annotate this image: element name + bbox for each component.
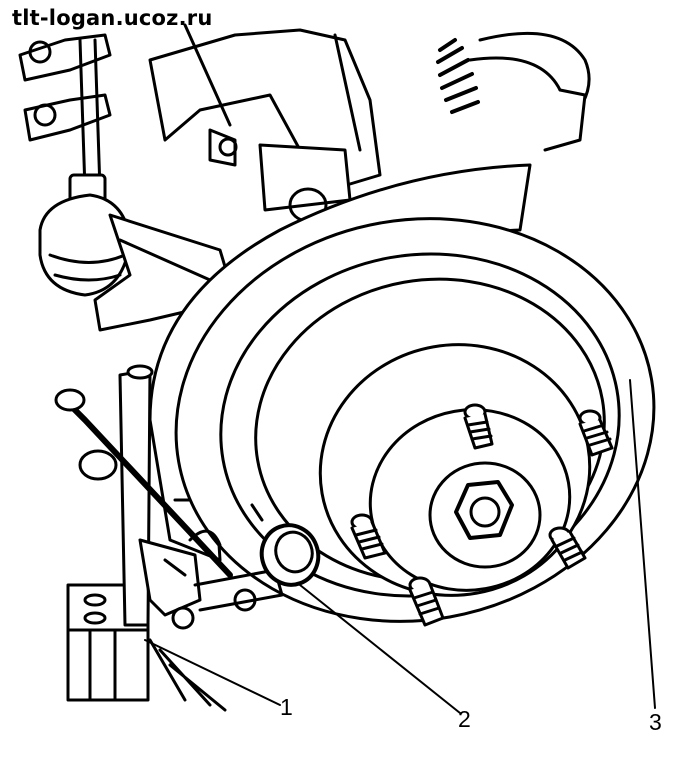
dial-indicator	[252, 505, 327, 593]
watermark-text: tlt-logan.ucoz.ru	[12, 6, 213, 30]
spring-coil	[438, 33, 589, 150]
wheel-hub	[300, 323, 609, 616]
callout-1: 1	[280, 694, 293, 720]
callout-2: 2	[458, 706, 471, 732]
indicator-arm	[56, 390, 282, 628]
wheel-studs	[352, 405, 612, 625]
callout-3: 3	[649, 709, 662, 735]
tie-rod-assembly	[20, 35, 130, 295]
leader-lines	[145, 380, 655, 713]
suspension-strut	[150, 25, 380, 221]
